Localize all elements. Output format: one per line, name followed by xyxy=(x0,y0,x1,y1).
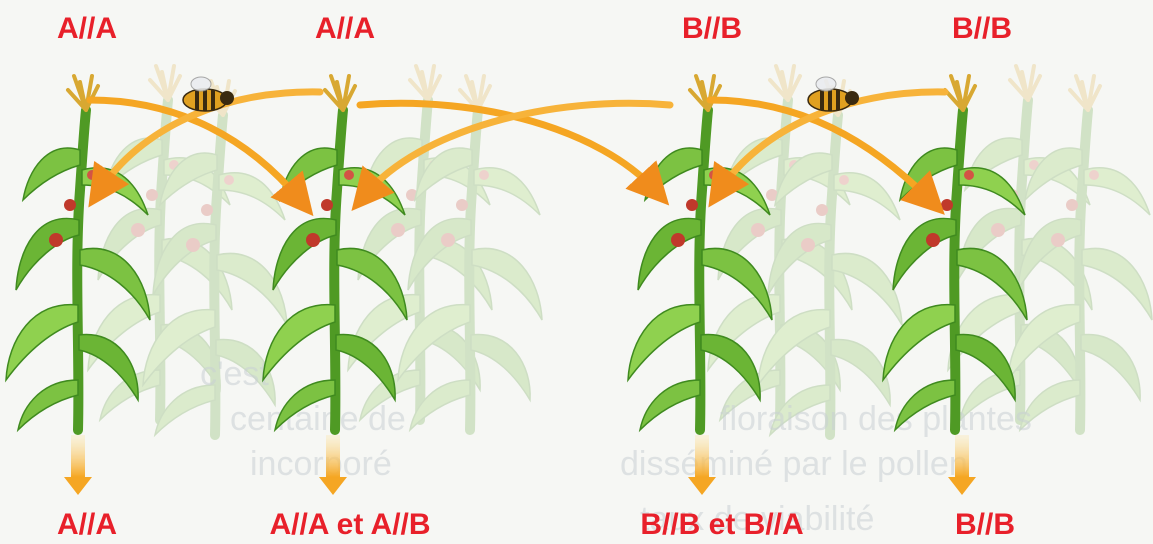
plant-2-genotype-bottom: A//A et A//B xyxy=(269,510,430,540)
svg-text:disséminé par le pollen: disséminé par le pollen xyxy=(620,445,968,483)
corn-plant-icon xyxy=(263,76,407,430)
corn-plant-icon xyxy=(883,76,1027,430)
corn-plant-icon xyxy=(6,76,150,430)
plant-3-genotype-top: B//B xyxy=(682,14,742,44)
svg-text:centaine de: centaine de xyxy=(230,400,406,438)
down-arrow-icon xyxy=(64,435,92,495)
plant-1-genotype-top: A//A xyxy=(57,14,117,44)
svg-text:c'est: c'est xyxy=(200,355,269,393)
corn-plant-icon xyxy=(628,76,772,430)
plant-1-genotype-bottom: A//A xyxy=(57,510,117,540)
plant-2-genotype-top: A//A xyxy=(315,14,375,44)
plant-4-genotype-bottom: B//B xyxy=(955,510,1015,540)
plant-3-genotype-bottom: B//B et B//A xyxy=(640,510,803,540)
svg-text:floraison des plantes: floraison des plantes xyxy=(720,400,1032,438)
plant-4-genotype-top: B//B xyxy=(952,14,1012,44)
